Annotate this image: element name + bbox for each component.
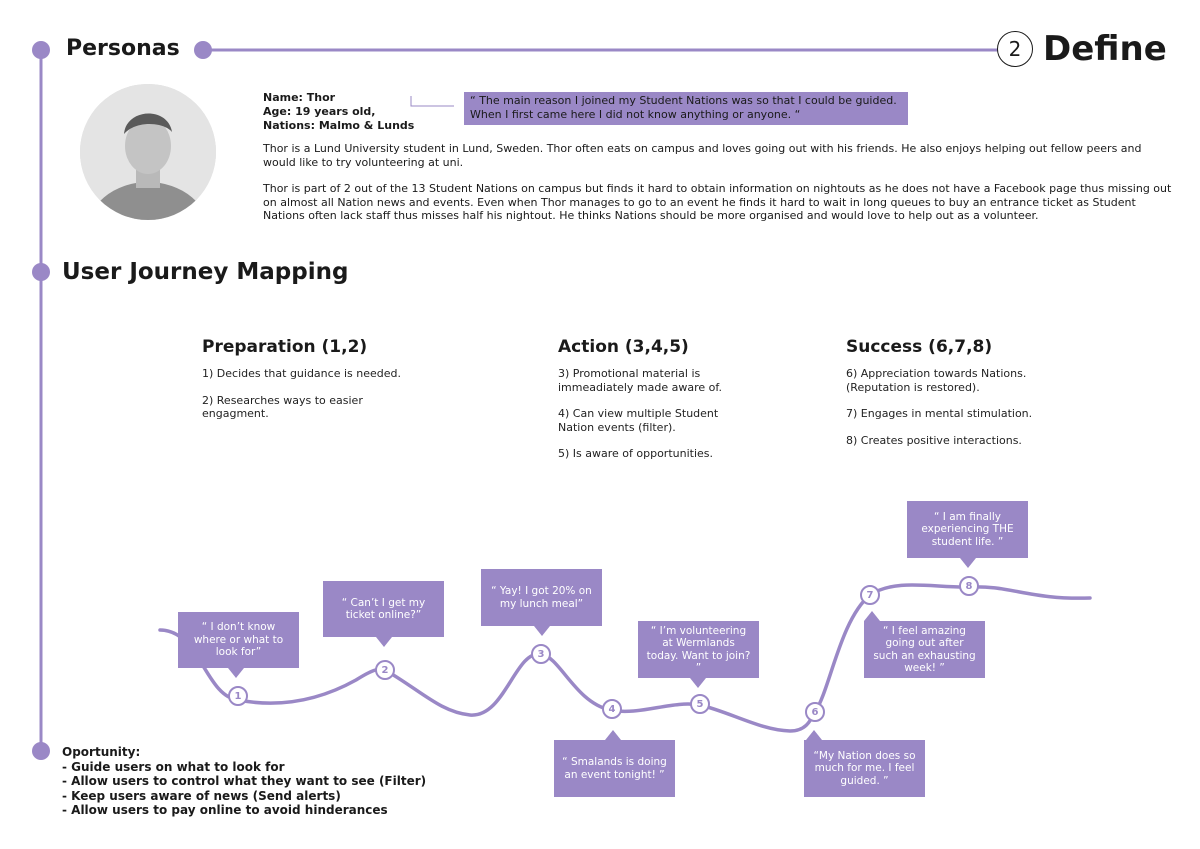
journey-step-node-8: 8 bbox=[959, 576, 979, 596]
phase-item: 6) Appreciation towards Nations. (Reputa… bbox=[846, 367, 1027, 394]
avatar-portrait-icon bbox=[80, 84, 216, 220]
journey-step-node-1: 1 bbox=[228, 686, 248, 706]
bubble-tail-3 bbox=[534, 626, 550, 636]
persona-age: Age: 19 years old, bbox=[263, 105, 376, 118]
phase-title: Success (6,7,8) bbox=[846, 337, 993, 357]
persona-name: Name: Thor bbox=[263, 91, 336, 104]
persona-avatar bbox=[80, 84, 216, 220]
bubble-tail-2 bbox=[376, 637, 392, 647]
journey-bubble-8: “ I am finally experiencing THE student … bbox=[907, 501, 1028, 558]
phase-item: 4) Can view multiple Student Nation even… bbox=[558, 407, 719, 434]
bubble-tail-5 bbox=[690, 678, 706, 688]
header-line-dot bbox=[194, 41, 212, 59]
phase-action: Action (3,4,5) 3) Promotional material i… bbox=[558, 337, 758, 461]
opportunity-item: - Keep users aware of news (Send alerts) bbox=[62, 788, 341, 803]
opportunity-item: - Allow users to pay online to avoid hin… bbox=[62, 803, 388, 817]
persona-nations: Nations: Malmo & Lunds bbox=[263, 119, 415, 132]
bubble-tail-8 bbox=[960, 558, 976, 568]
phase-item: 2) Researches ways to easier engagment. bbox=[202, 393, 363, 421]
phase-item: 5) Is aware of opportunities. bbox=[558, 447, 714, 460]
phase-title: Preparation (1,2) bbox=[202, 337, 368, 357]
phase-item: 3) Promotional material is immeadiately … bbox=[558, 367, 722, 394]
phase-item: 1) Decides that guidance is needed. bbox=[202, 367, 401, 380]
phase-title: Action (3,4,5) bbox=[558, 337, 689, 357]
step-title: Define bbox=[1043, 29, 1167, 69]
journey-step-node-6: 6 bbox=[805, 702, 825, 722]
persona-bio-paragraph-1: Thor is a Lund University student in Lun… bbox=[263, 142, 1142, 169]
bubble-tail-4 bbox=[605, 730, 621, 740]
persona-bio-paragraph-2: Thor is part of 2 out of the 13 Student … bbox=[263, 182, 1172, 222]
journey-bubble-3: “ Yay! I got 20% on my lunch meal” bbox=[481, 569, 602, 626]
timeline-dot-journey bbox=[32, 263, 50, 281]
step-number-badge: 2 bbox=[997, 31, 1033, 67]
journey-step-node-7: 7 bbox=[860, 585, 880, 605]
journey-bubble-1: “ I don’t know where or what to look for… bbox=[178, 612, 299, 668]
phase-preparation: Preparation (1,2) 1) Decides that guidan… bbox=[202, 337, 442, 421]
journey-bubble-7: “ I feel amazing going out after such an… bbox=[864, 621, 985, 678]
quote-connector bbox=[410, 96, 454, 107]
opportunity-section: Oportunity: - Guide users on what to loo… bbox=[62, 745, 426, 818]
timeline-dot-personas bbox=[32, 41, 50, 59]
phase-success: Success (6,7,8) 6) Appreciation towards … bbox=[846, 337, 1066, 447]
journey-step-node-4: 4 bbox=[602, 699, 622, 719]
journey-bubble-4: “ Smalands is doing an event tonight! ” bbox=[554, 740, 675, 797]
opportunity-item: - Allow users to control what they want … bbox=[62, 774, 427, 788]
bubble-tail-7 bbox=[864, 611, 880, 621]
personas-heading: Personas bbox=[66, 36, 180, 61]
journey-heading: User Journey Mapping bbox=[62, 259, 349, 285]
journey-step-node-3: 3 bbox=[531, 644, 551, 664]
opportunity-title: Oportunity: bbox=[62, 745, 141, 759]
journey-bubble-2: “ Can’t I get my ticket online?” bbox=[323, 581, 444, 637]
bubble-tail-6 bbox=[806, 730, 822, 740]
opportunity-item: - Guide users on what to look for bbox=[62, 759, 285, 774]
phase-item: 8) Creates positive interactions. bbox=[846, 433, 1022, 447]
journey-bubble-5: “ I’m volunteering at Wermlands today. W… bbox=[638, 621, 759, 678]
phase-item: 7) Engages in mental stimulation. bbox=[846, 407, 1033, 420]
persona-quote: “ The main reason I joined my Student Na… bbox=[464, 92, 908, 125]
journey-bubble-6: “My Nation does so much for me. I feel g… bbox=[804, 740, 925, 797]
journey-step-node-2: 2 bbox=[375, 660, 395, 680]
journey-step-node-5: 5 bbox=[690, 694, 710, 714]
timeline-dot-opportunity bbox=[32, 742, 50, 760]
bubble-tail-1 bbox=[228, 668, 244, 678]
